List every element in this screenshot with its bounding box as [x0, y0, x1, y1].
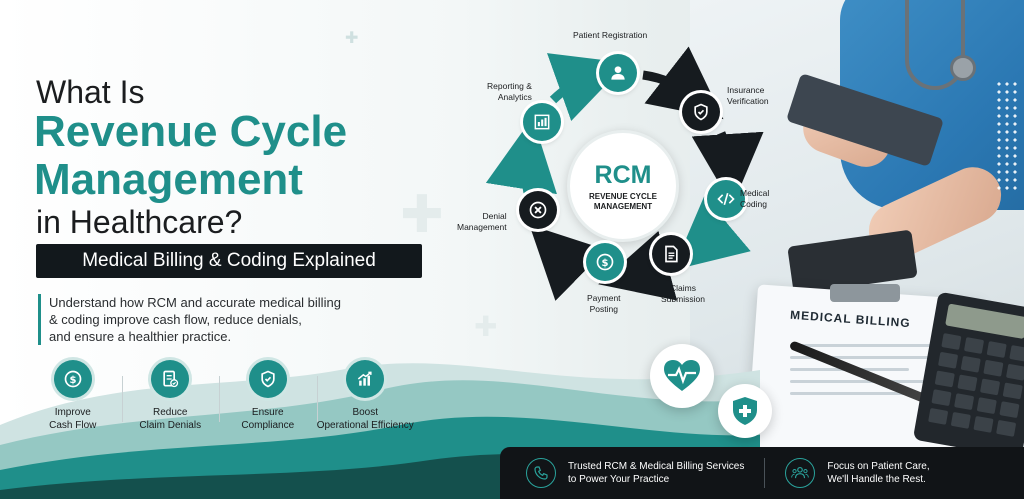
footer-bar: Trusted RCM & Medical Billing Services t… — [500, 447, 1024, 499]
benefit-label: Cash Flow — [49, 420, 97, 431]
headline-line2a: Revenue Cycle — [34, 107, 348, 156]
step-claims-submission — [652, 235, 690, 273]
step-label-line: Denial — [482, 211, 507, 221]
user-icon — [611, 66, 625, 80]
footer-text: Focus on Patient Care, — [827, 461, 930, 472]
svg-text:$: $ — [602, 258, 609, 269]
description-line: & coding improve cash flow, reduce denia… — [49, 312, 302, 327]
description: Understand how RCM and accurate medical … — [38, 294, 368, 345]
footer-text: Trusted RCM & Medical Billing Services — [568, 461, 745, 472]
medical-cross-icon: ✚ — [345, 28, 359, 47]
step-label: Denial Management — [457, 211, 507, 233]
footer-item-patient-care: Focus on Patient Care, We'll Handle the … — [765, 458, 930, 488]
growth-chart-icon — [346, 360, 385, 398]
checklist-icon — [151, 360, 190, 398]
footer-text: to Power Your Practice — [568, 474, 670, 485]
step-insurance-verification — [682, 93, 720, 131]
benefit-label: Reduce — [153, 407, 188, 418]
rcm-title: RCM — [594, 160, 652, 189]
benefit-label: Claim Denials — [139, 420, 202, 431]
footer-divider — [764, 458, 766, 488]
step-label-line: Posting — [589, 304, 618, 314]
step-label-line: Medical — [740, 188, 770, 198]
shield-check-icon — [694, 103, 708, 121]
medical-cross-icon: ✚ — [400, 185, 444, 245]
description-line: Understand how RCM and accurate medical … — [49, 295, 341, 310]
step-label-line: Coding — [740, 199, 767, 209]
rcm-subtitle: REVENUE CYCLE MANAGEMENT — [589, 192, 657, 212]
rcm-subtitle-line: MANAGEMENT — [593, 201, 653, 211]
code-icon — [717, 192, 735, 206]
document-icon — [665, 245, 678, 263]
subtitle-banner: Medical Billing & Coding Explained — [36, 244, 422, 278]
step-denial-management — [519, 191, 557, 229]
rcm-subtitle-line: REVENUE CYCLE — [588, 191, 657, 201]
step-label: Insurance Verification — [727, 85, 769, 107]
dollar-icon: $ — [596, 253, 614, 271]
step-label-line: Claims — [669, 283, 696, 293]
svg-text:$: $ — [69, 375, 76, 386]
step-reporting-analytics — [523, 103, 561, 141]
step-patient-registration — [599, 54, 637, 92]
step-label: Medical Coding — [740, 188, 769, 210]
close-icon — [529, 201, 547, 219]
step-payment-posting: $ — [586, 243, 624, 281]
shield-cross-icon — [718, 384, 772, 438]
step-label: Reporting & Analytics — [487, 81, 532, 103]
medical-cross-icon: ✚ — [474, 310, 498, 343]
description-line: and ensure a healthier practice. — [49, 329, 232, 344]
headline-line3: in Healthcare? — [36, 204, 243, 240]
step-label: Patient Registration — [573, 30, 648, 40]
headline-line2b: Management — [34, 155, 303, 204]
footer-item-services: Trusted RCM & Medical Billing Services t… — [500, 458, 744, 488]
step-medical-coding — [707, 180, 745, 218]
headline-highlight: Revenue Cycle Management — [34, 108, 414, 204]
step-label-line: Verification — [727, 96, 769, 106]
phone-icon — [526, 458, 556, 488]
benefit-label: Boost — [352, 407, 379, 418]
heartbeat-icon — [650, 344, 714, 408]
benefit-label: Operational Efficiency — [316, 420, 414, 431]
step-label-line: Analytics — [497, 92, 532, 102]
benefit-label: Compliance — [241, 420, 295, 431]
rcm-cycle-diagram: RCM REVENUE CYCLE MANAGEMENT $ — [455, 25, 785, 325]
team-icon — [785, 458, 816, 488]
step-label: Payment Posting — [587, 293, 621, 315]
shield-check-icon — [248, 360, 287, 398]
benefit-label: Improve — [54, 407, 91, 418]
step-label-line: Management — [457, 222, 507, 232]
footer-text: We'll Handle the Rest. — [827, 474, 926, 485]
step-label-line: Insurance — [727, 85, 765, 95]
benefit-label: Ensure — [251, 407, 284, 418]
bar-chart-icon — [534, 114, 550, 130]
step-label: Claims Submission — [661, 283, 705, 305]
dollar-icon: $ — [53, 360, 92, 398]
step-label-line: Submission — [661, 294, 705, 304]
rcm-center: RCM REVENUE CYCLE MANAGEMENT — [567, 130, 679, 242]
step-label-line: Reporting & — [487, 81, 532, 91]
step-label-line: Payment — [587, 293, 621, 303]
headline-line1: What Is — [36, 74, 145, 110]
